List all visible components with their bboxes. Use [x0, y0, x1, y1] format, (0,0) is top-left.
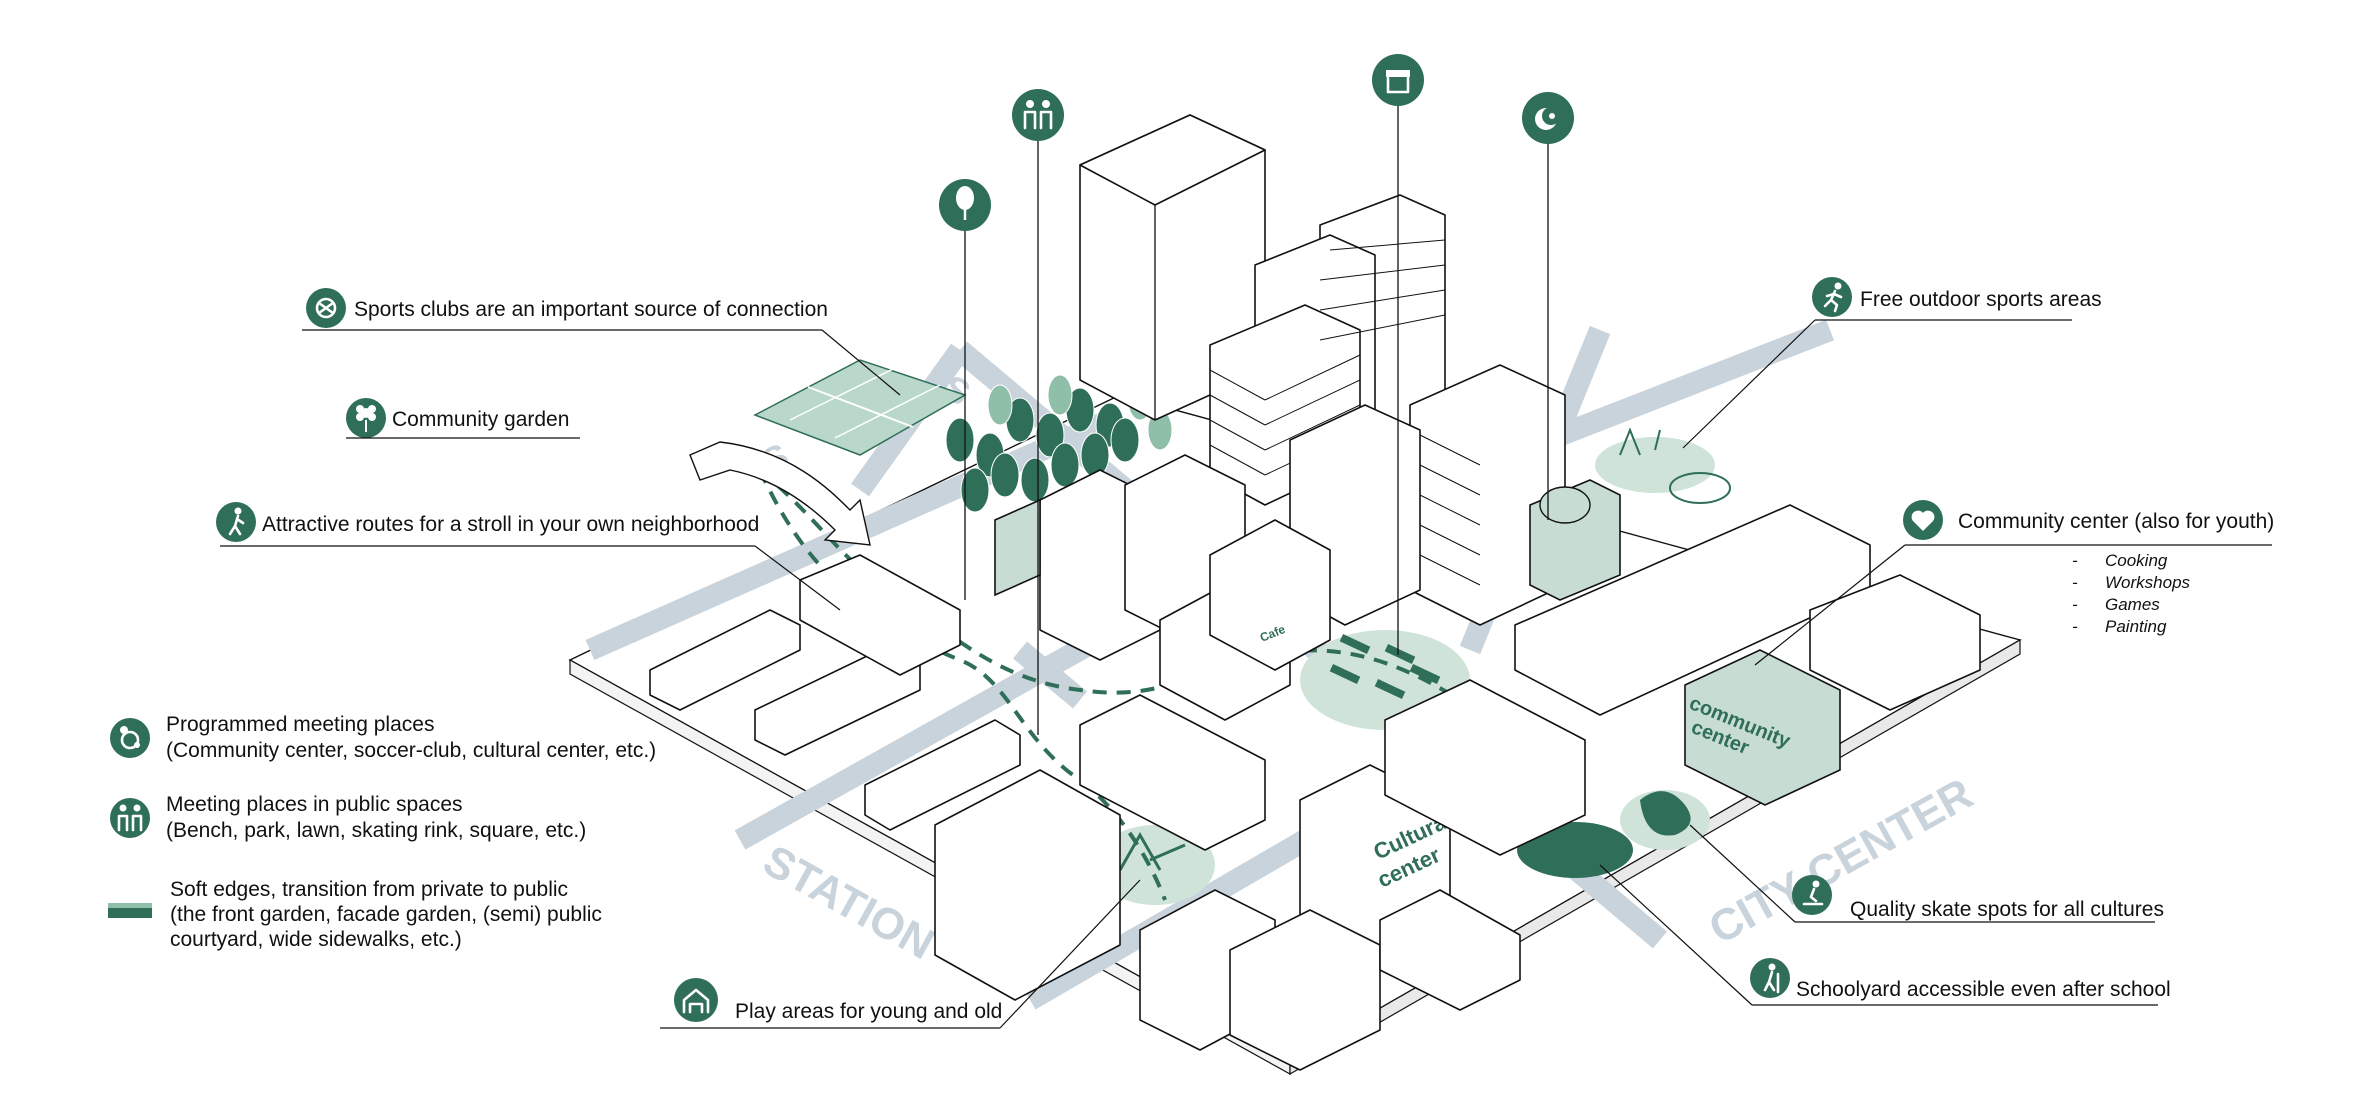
meeting-icon — [120, 726, 140, 750]
bottom-block-2 — [1229, 909, 1381, 1071]
sports-clubs-text: Sports clubs are an important source of … — [354, 298, 828, 321]
attractive-routes-text: Attractive routes for a stroll in your o… — [262, 513, 759, 536]
label-attractive-routes: Attractive routes for a stroll in your o… — [216, 441, 871, 611]
skate-spots-text: Quality skate spots for all cultures — [1850, 898, 2164, 921]
schoolyard-text: Schoolyard accessible even after school — [1796, 978, 2171, 1001]
pin-mosque — [1522, 92, 1574, 144]
community-center: community center — [1684, 649, 1841, 806]
label-sports-clubs: Sports clubs are an important source of … — [302, 288, 901, 396]
school-building — [1384, 679, 1586, 856]
sports-club-icon — [315, 297, 337, 319]
skateboard-icon — [1802, 880, 1824, 906]
pin-people — [1012, 89, 1064, 141]
community-center-youth-text: Community center (also for youth) — [1958, 510, 2274, 533]
walking-route — [758, 468, 1462, 901]
route-arrow-sign — [689, 441, 871, 546]
activity-item: Workshops — [2105, 573, 2191, 592]
schoolyard-lawn — [1517, 822, 1633, 878]
flower-icon — [356, 405, 376, 432]
legend-programmed-title: Programmed meeting places — [166, 713, 434, 736]
pin-tree — [939, 179, 991, 231]
mosque — [1529, 479, 1621, 601]
svg-text:-: - — [2072, 617, 2078, 636]
rowhouses-left — [649, 554, 1121, 1001]
buildings: Cafe Cultural center community center — [649, 114, 1981, 1071]
pin-market — [1372, 54, 1424, 106]
long-building — [1079, 694, 1266, 851]
svg-text:-: - — [2072, 595, 2078, 614]
people-icon — [117, 804, 143, 832]
crescent-star-icon — [1535, 107, 1560, 130]
legend-programmed-detail: (Community center, soccer-club, cultural… — [166, 739, 656, 762]
tree-icon — [956, 186, 974, 220]
rowhouses-center: Cafe — [994, 454, 1331, 721]
legend-soft-edges-line3: courtyard, wide sidewalks, etc.) — [170, 928, 462, 951]
svg-text:-: - — [2072, 573, 2078, 592]
svg-text:-: - — [2072, 551, 2078, 570]
legend-soft-edges: Soft edges, transition from private to p… — [108, 878, 602, 951]
activity-item: Games — [2105, 595, 2160, 614]
label-schoolyard: Schoolyard accessible even after school — [1599, 864, 2171, 1006]
legend-public-meeting: Meeting places in public spaces (Bench, … — [110, 793, 586, 842]
pins — [939, 54, 1574, 735]
label-play-areas: Play areas for young and old — [660, 879, 1141, 1029]
running-person-icon — [1823, 282, 1843, 313]
activity-item: Cooking — [2105, 551, 2168, 570]
play-areas-text: Play areas for young and old — [735, 1000, 1002, 1023]
activity-item: Painting — [2105, 617, 2167, 636]
right-block — [1809, 574, 1981, 711]
legend-soft-edges-line1: Soft edges, transition from private to p… — [170, 878, 568, 901]
legend-public-meeting-title: Meeting places in public spaces — [166, 793, 463, 816]
soft-edge-swatch — [108, 908, 152, 918]
market-stall-icon — [1386, 70, 1410, 94]
label-skate-spots: Quality skate spots for all cultures — [1689, 824, 2164, 923]
heart-icon — [1911, 510, 1935, 531]
label-community-garden: Community garden — [346, 398, 580, 439]
people-icon — [1023, 100, 1053, 130]
free-outdoor-sports-text: Free outdoor sports areas — [1860, 288, 2102, 311]
bottom-block-3 — [1379, 889, 1521, 1011]
legend-soft-edges-line2: (the front garden, facade garden, (semi)… — [170, 903, 602, 926]
label-community-center: Community center (also for youth) - Cook… — [1754, 500, 2274, 666]
legend-public-meeting-detail: (Bench, park, lawn, skating rink, square… — [166, 819, 586, 842]
community-garden-text: Community garden — [392, 408, 569, 431]
legend-programmed: Programmed meeting places (Community cen… — [110, 713, 656, 762]
legend: Programmed meeting places (Community cen… — [108, 713, 656, 951]
hiker-icon — [1763, 963, 1780, 994]
activities-list: - Cooking - Workshops - Games - Painting — [2072, 551, 2191, 636]
playground-icon — [682, 988, 710, 1014]
walking-person-icon — [228, 507, 245, 536]
outdoor-sports-lawn — [1595, 437, 1715, 493]
label-free-outdoor-sports: Free outdoor sports areas — [1682, 277, 2102, 449]
